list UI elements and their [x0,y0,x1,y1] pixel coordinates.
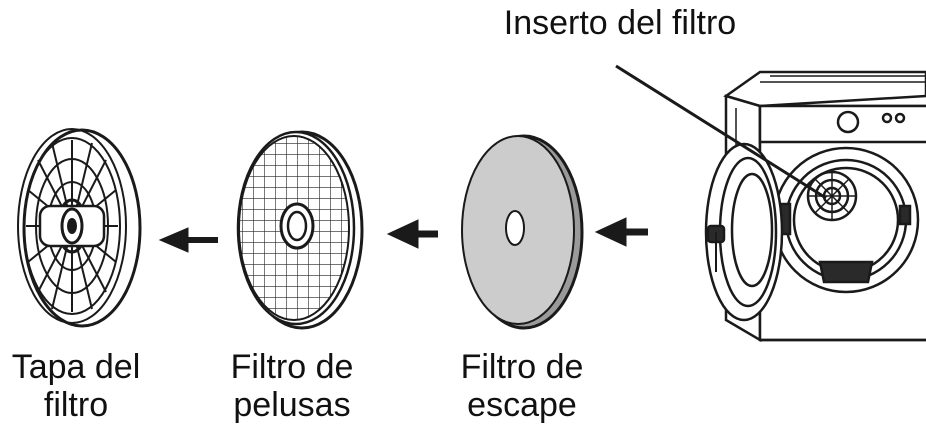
dryer-icon [704,70,926,343]
filter-cap-line-2: filtro [43,386,109,424]
arrow-left-icon [594,217,648,247]
lint-filter-label: Filtro de pelusas [208,348,376,424]
arrow-left-icon [386,219,438,249]
exhaust-filter-line-2: escape [467,386,577,424]
lint-filter-icon [236,130,364,330]
exhaust-filter-label: Filtro de escape [438,348,606,424]
filter-cap-line-1: Tapa del [11,348,141,386]
leader-line [615,64,827,200]
lint-filter-line-1: Filtro de [230,348,354,386]
exhaust-filter-icon [461,134,584,330]
arrow-left-icon [158,227,218,253]
lint-filter-line-2: pelusas [233,386,351,424]
filter-insert-text: Inserto del filtro [503,4,737,42]
exhaust-filter-line-1: Filtro de [460,348,584,386]
filter-insert-label: Inserto del filtro [470,4,770,42]
filter-cap-icon [17,128,142,328]
filter-cap-label: Tapa del filtro [0,348,152,424]
